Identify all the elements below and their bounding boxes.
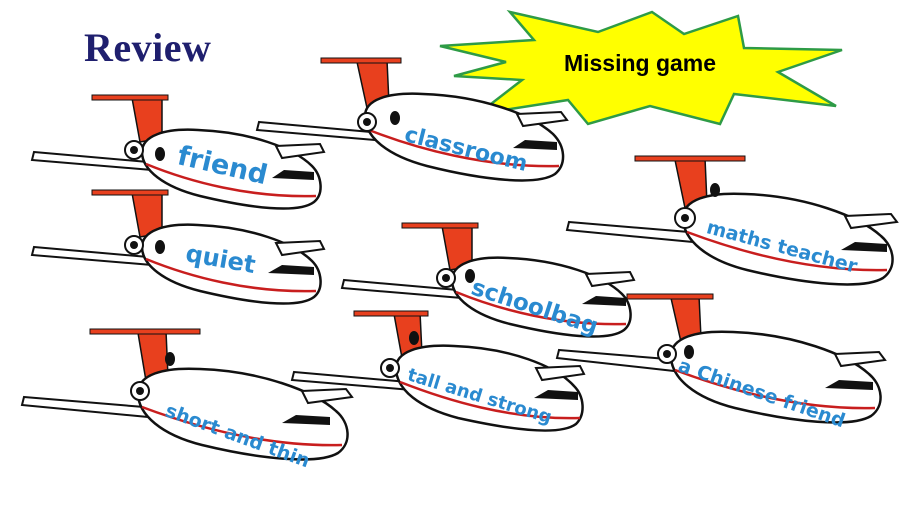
plane-card-friend[interactable]: friend	[30, 90, 330, 220]
starburst-icon	[439, 10, 843, 126]
page-title: Review	[84, 25, 212, 70]
airplane-icon	[555, 293, 887, 424]
airplane-icon	[255, 57, 569, 182]
plane-card-a-chinese-friend[interactable]: a Chinese friend	[555, 290, 895, 440]
plane-card-classroom[interactable]: classroom	[255, 52, 575, 192]
airplane-icon	[340, 222, 636, 338]
plane-card-short-and-thin[interactable]: short and thin	[20, 325, 360, 475]
plane-card-quiet[interactable]: quiet	[30, 185, 330, 315]
plane-card-tall-and-strong[interactable]: tall and strong	[290, 308, 590, 448]
airplane-icon	[30, 94, 326, 210]
plane-card-schoolbag[interactable]: schoolbag	[340, 218, 640, 348]
airplane-icon	[565, 155, 899, 286]
game-label[interactable]: Missing game	[563, 50, 717, 76]
airplane-icon	[20, 328, 354, 461]
airplane-icon	[290, 310, 586, 432]
airplane-icon	[30, 189, 326, 305]
plane-card-maths-teacher[interactable]: maths teacher	[565, 150, 905, 300]
